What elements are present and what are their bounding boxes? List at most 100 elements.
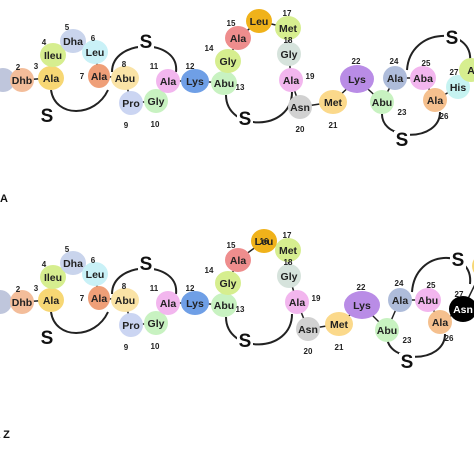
residue-number: 4 <box>42 260 47 269</box>
residue-number: 10 <box>151 120 160 129</box>
residue-circle <box>428 310 452 334</box>
residue-circle <box>275 16 301 40</box>
residue-number: 26 <box>440 112 449 121</box>
residue-name: Met <box>324 97 343 109</box>
residue-name: Ileu <box>44 50 62 62</box>
sulfur-label-bg <box>237 332 253 350</box>
residue-name: Abu <box>115 73 135 85</box>
residue-number: 15 <box>227 19 236 28</box>
residue-name: Abu <box>115 295 135 307</box>
thioether-bridge <box>386 333 446 358</box>
residue-name: Asn <box>298 324 318 336</box>
residue-number: 3 <box>34 284 39 293</box>
thioether-bridge <box>381 111 441 136</box>
residue-number: 4 <box>42 38 47 47</box>
residue-circle <box>215 271 241 295</box>
residue-circle <box>459 58 474 82</box>
residue-name: Gly <box>220 56 237 68</box>
residue-circle <box>410 66 436 90</box>
residue-name: Gly <box>281 49 298 61</box>
residue-name: Gly <box>220 278 237 290</box>
residue-circle <box>370 90 394 114</box>
residue-8: Abu 8 <box>111 60 139 90</box>
residue-number: 20 <box>304 347 313 356</box>
sulfur-label: S <box>401 352 414 373</box>
residue-name: Met <box>330 319 349 331</box>
residue-name: Gly <box>281 271 298 283</box>
residue-circle <box>296 317 320 341</box>
residue-name: Lys <box>186 76 204 88</box>
residue-name: Lys <box>348 74 366 86</box>
sulfur-label-bg <box>39 107 55 125</box>
residue-name: Asn <box>453 304 473 316</box>
thioether-bridge <box>225 313 293 346</box>
sulfur-label: S <box>140 254 153 275</box>
residue-10: Gly 10 <box>144 89 168 129</box>
residue-16: Leu <box>246 9 272 33</box>
residue-circle <box>181 69 209 93</box>
residue-name: Lys <box>353 300 371 312</box>
sulfur-label-bg <box>138 33 154 51</box>
residue-name: Ala <box>230 33 247 45</box>
residue-number: 24 <box>395 279 404 288</box>
residue-name: Ala <box>283 75 300 87</box>
residue-number: 6 <box>91 256 96 265</box>
residue-name: Ala <box>289 297 306 309</box>
residue-name: Gly <box>148 96 165 108</box>
residue-circle <box>246 9 272 33</box>
residue-circle <box>38 288 64 312</box>
thioether-bridge <box>50 89 109 112</box>
residue-circle <box>82 262 108 286</box>
residue-number: 21 <box>329 121 338 130</box>
residue-name: Dha <box>63 258 83 270</box>
residue-20: Asn 20 <box>296 317 320 356</box>
residue-number: 9 <box>124 343 129 352</box>
residue-circle <box>285 290 309 314</box>
residue-circle <box>10 68 34 92</box>
residue-name: Ala <box>43 295 60 307</box>
residue-name: Leu <box>86 269 105 281</box>
residue-number: 8 <box>122 60 127 69</box>
residue-number: 7 <box>80 72 85 81</box>
residue-number: 2 <box>16 285 21 294</box>
residue-name: Aba <box>413 73 433 85</box>
residue-circle <box>225 26 251 50</box>
thioether-bridge <box>406 34 472 71</box>
residue-number: 27 <box>450 68 459 77</box>
residue-number: 11 <box>150 62 159 71</box>
thioether-bridge <box>411 257 472 293</box>
residue-name: Met <box>279 23 298 35</box>
residue-name: Ala <box>43 73 60 85</box>
residue-circle <box>423 88 447 112</box>
residue-0 <box>0 68 15 92</box>
residue-circle <box>325 312 353 336</box>
residue-name: Pro <box>122 98 140 110</box>
residue-number: 24 <box>390 57 399 66</box>
sulfur-label: S <box>452 250 465 271</box>
residue-number: 27 <box>455 290 464 299</box>
residue-circle <box>449 296 474 322</box>
sulfur-label-bg <box>237 110 253 128</box>
